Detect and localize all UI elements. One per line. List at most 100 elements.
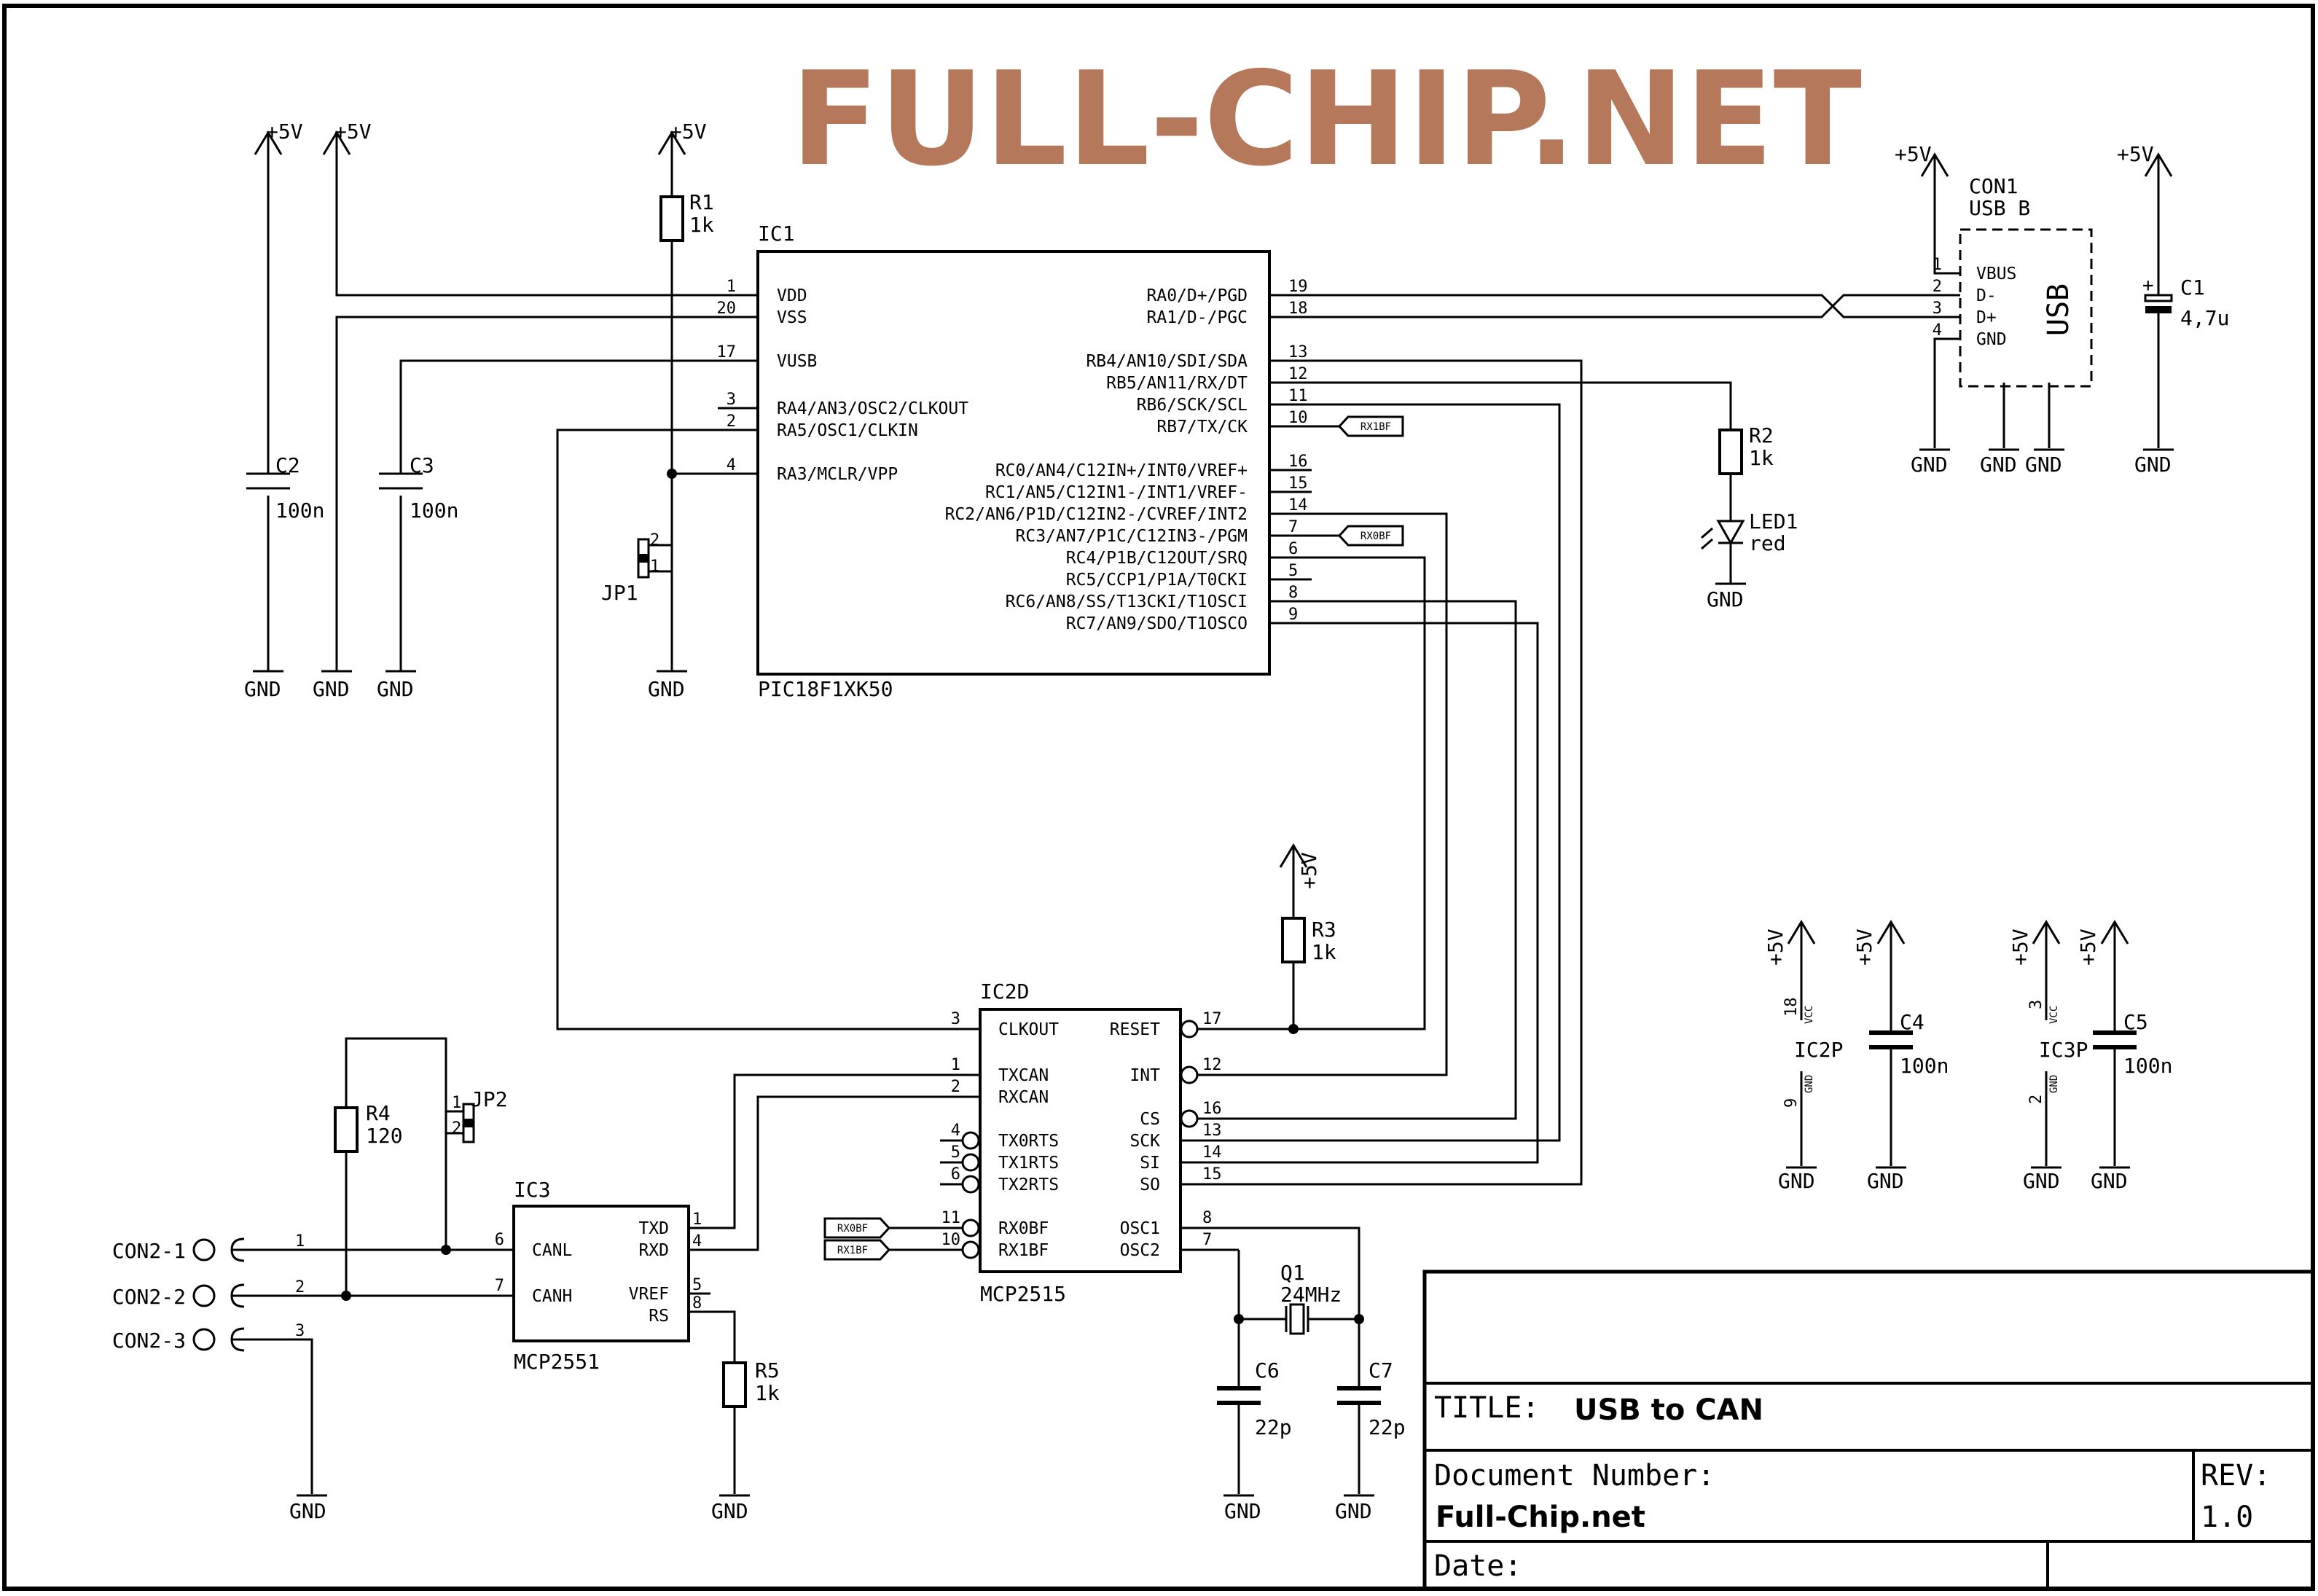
svg-text:18: 18	[1288, 300, 1308, 318]
ic3-mcp2551: IC3 MCP2551 6 7 CANL CANH 1 4 5 8 TXD RX…	[474, 1073, 940, 1523]
svg-text:PIC18F1XK50: PIC18F1XK50	[758, 677, 893, 701]
svg-text:8: 8	[1202, 1209, 1212, 1227]
ic2-mcp2515: IC2D MCP2515 3 1 2 4 5 6 11 10 CLKOUT TX…	[823, 979, 1239, 1306]
svg-text:10: 10	[1288, 409, 1308, 427]
svg-text:+5V: +5V	[1763, 928, 1788, 966]
svg-text:red: red	[1749, 531, 1786, 555]
svg-text:1: 1	[951, 1056, 960, 1074]
svg-text:TXCAN: TXCAN	[998, 1066, 1049, 1085]
svg-text:7: 7	[495, 1277, 504, 1295]
svg-text:1: 1	[727, 278, 736, 296]
svg-text:GND: GND	[1224, 1499, 1261, 1523]
svg-text:1k: 1k	[755, 1381, 780, 1405]
svg-text:TX1RTS: TX1RTS	[998, 1154, 1059, 1173]
svg-text:Q1: Q1	[1280, 1261, 1305, 1285]
svg-text:4: 4	[727, 456, 736, 474]
svg-text:RC3/AN7/P1C/C12IN3-/PGM: RC3/AN7/P1C/C12IN3-/PGM	[1016, 527, 1248, 546]
svg-text:GND: GND	[377, 677, 414, 701]
svg-text:OSC2: OSC2	[1120, 1241, 1160, 1260]
svg-text:3: 3	[1933, 300, 1942, 318]
usb-labels: +5V +5V CON1 USB B 1 2 3 4 VBUS D- D+ GN…	[1895, 142, 2229, 477]
svg-text:3: 3	[951, 1010, 960, 1028]
svg-text:5: 5	[951, 1143, 960, 1162]
svg-text:RB5/AN11/RX/DT: RB5/AN11/RX/DT	[1106, 374, 1248, 393]
svg-text:C2: C2	[275, 453, 300, 477]
svg-text:13: 13	[1288, 343, 1308, 361]
svg-text:+5V: +5V	[2076, 928, 2100, 966]
svg-text:RX0BF: RX0BF	[998, 1219, 1049, 1238]
svg-text:6: 6	[951, 1165, 960, 1184]
svg-text:4,7u: 4,7u	[2180, 306, 2229, 330]
svg-text:LED1: LED1	[1749, 509, 1798, 533]
svg-text:GND: GND	[1976, 330, 2007, 349]
svg-text:1k: 1k	[1749, 446, 1774, 470]
spi-routing: RX1BF RX0BF +5V R3 1k	[1191, 359, 1583, 1186]
docnum-label: Document Number:	[1434, 1459, 1715, 1493]
svg-text:C6: C6	[1255, 1358, 1280, 1382]
svg-text:R2: R2	[1749, 423, 1774, 447]
svg-text:100n: 100n	[1900, 1054, 1949, 1078]
svg-text:RC1/AN5/C12IN1-/INT1/VREF-: RC1/AN5/C12IN1-/INT1/VREF-	[985, 483, 1248, 502]
svg-text:1k: 1k	[1312, 940, 1336, 964]
svg-text:RXCAN: RXCAN	[998, 1088, 1049, 1107]
svg-text:GND: GND	[1980, 453, 2017, 477]
svg-text:VUSB: VUSB	[777, 352, 817, 371]
svg-text:IC2P: IC2P	[1794, 1038, 1843, 1062]
svg-text:GND: GND	[289, 1499, 326, 1523]
svg-text:C5: C5	[2123, 1010, 2148, 1034]
svg-text:RA0/D+/PGD: RA0/D+/PGD	[1147, 286, 1248, 305]
svg-text:RC6/AN8/SS/T13CKI/T1OSCI: RC6/AN8/SS/T13CKI/T1OSCI	[1006, 592, 1248, 611]
svg-text:IC3: IC3	[514, 1178, 551, 1202]
svg-text:GND: GND	[244, 677, 281, 701]
svg-text:15: 15	[1288, 474, 1308, 493]
svg-text:6: 6	[1288, 540, 1298, 558]
svg-text:RX0BF: RX0BF	[1360, 531, 1391, 542]
svg-text:CANL: CANL	[532, 1241, 572, 1260]
svg-text:RS: RS	[649, 1307, 669, 1326]
svg-text:+5V: +5V	[266, 120, 303, 144]
svg-text:GND: GND	[313, 677, 350, 701]
svg-text:SCK: SCK	[1129, 1132, 1160, 1151]
svg-text:C7: C7	[1369, 1358, 1393, 1382]
svg-text:+5V: +5V	[1852, 928, 1876, 966]
svg-text:4: 4	[951, 1122, 960, 1140]
svg-text:R4: R4	[366, 1101, 391, 1125]
svg-text:RX1BF: RX1BF	[998, 1241, 1049, 1260]
svg-text:22p: 22p	[1255, 1415, 1292, 1439]
svg-text:1: 1	[1933, 256, 1942, 274]
svg-text:VCC: VCC	[2048, 1006, 2060, 1024]
docnum-value: Full-Chip.net	[1436, 1501, 1645, 1534]
svg-text:GND: GND	[648, 677, 685, 701]
svg-text:3: 3	[727, 391, 736, 409]
svg-text:VREF: VREF	[629, 1285, 669, 1304]
svg-text:10: 10	[941, 1231, 961, 1249]
svg-text:2: 2	[452, 1119, 461, 1138]
svg-text:100n: 100n	[410, 498, 458, 523]
svg-text:RXD: RXD	[638, 1241, 669, 1260]
svg-text:+: +	[2142, 275, 2154, 297]
svg-text:SO: SO	[1140, 1176, 1160, 1194]
svg-text:C1: C1	[2180, 275, 2205, 300]
svg-text:100n: 100n	[275, 498, 324, 523]
svg-text:OSC1: OSC1	[1120, 1219, 1160, 1238]
svg-text:12: 12	[1202, 1056, 1222, 1074]
svg-text:C3: C3	[410, 453, 434, 477]
svg-text:IC2D: IC2D	[980, 979, 1029, 1004]
svg-text:+5V: +5V	[1895, 142, 1932, 166]
svg-text:5: 5	[1288, 562, 1298, 580]
svg-text:GND: GND	[2025, 453, 2062, 477]
svg-text:GND: GND	[1778, 1169, 1815, 1193]
svg-text:18: 18	[1782, 998, 1801, 1017]
svg-text:20: 20	[717, 300, 737, 318]
svg-text:16: 16	[1288, 453, 1308, 471]
svg-text:D+: D+	[1976, 308, 1997, 327]
passive-labels-left: C2 100n C3 100n R1 1k 2 1 JP1	[275, 190, 714, 605]
svg-text:R1: R1	[689, 190, 714, 214]
svg-text:1: 1	[295, 1232, 305, 1251]
svg-text:RX1BF: RX1BF	[837, 1245, 868, 1256]
svg-text:GND: GND	[2048, 1075, 2060, 1093]
brand-logo: FULL-CHIP.NET	[791, 44, 1862, 195]
svg-text:6: 6	[495, 1231, 504, 1249]
svg-text:RA1/D-/PGC: RA1/D-/PGC	[1147, 308, 1248, 327]
